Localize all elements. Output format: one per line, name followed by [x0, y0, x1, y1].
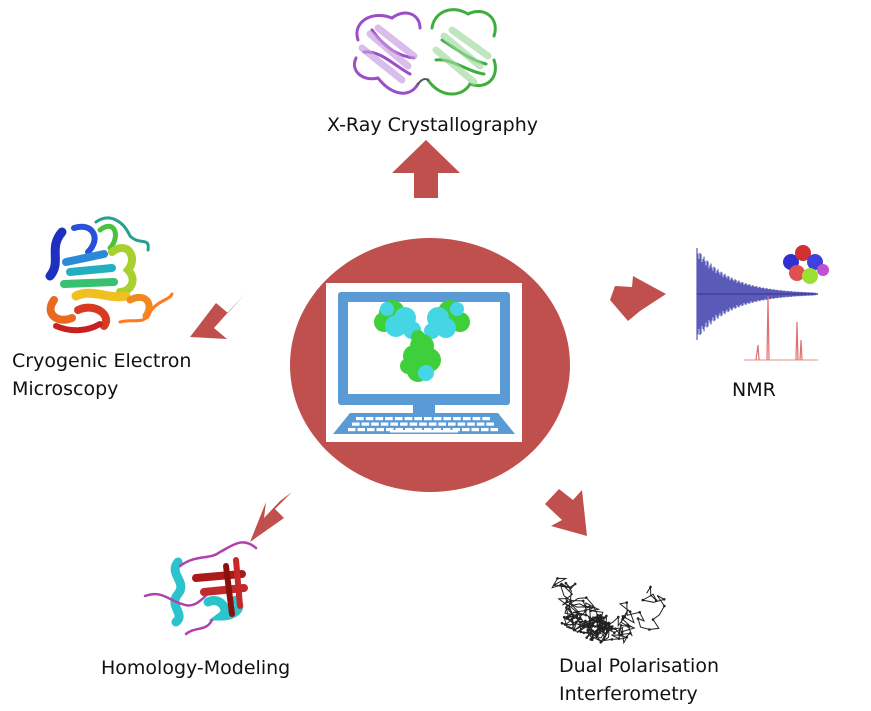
label-xray-crystallography: X-Ray Crystallography: [327, 111, 538, 139]
label-xray-text: X-Ray Crystallography: [327, 114, 538, 136]
label-cryo-line1: Cryogenic Electron: [12, 350, 192, 372]
central-hub: [290, 238, 570, 492]
arrow-to-dpi: [545, 489, 587, 536]
molecule-icon: [783, 245, 829, 284]
xray-protein-structure: [353, 8, 497, 96]
antibody-protein-icon: [374, 300, 470, 382]
label-homology-text: Homology-Modeling: [101, 657, 291, 679]
monitor-stand: [413, 405, 435, 414]
label-dual-polarisation-interferometry: Dual Polarisation Interferometry: [559, 652, 719, 708]
keyboard-keys: [348, 417, 498, 433]
nmr-signal-plot: [696, 245, 829, 361]
dpi-backbone-trace: [551, 577, 666, 645]
label-homology-modeling: Homology-Modeling: [101, 654, 290, 682]
arrow-to-cryo: [190, 294, 245, 339]
arrow-to-nmr: [610, 276, 666, 321]
label-dpi-line1: Dual Polarisation: [559, 655, 719, 677]
label-nmr-text: NMR: [732, 379, 776, 401]
arrow-to-homology: [250, 492, 292, 542]
label-nmr: NMR: [732, 376, 776, 404]
cryo-em-protein-structure: [45, 216, 174, 334]
label-cryogenic-electron-microscopy: Cryogenic Electron Microscopy: [12, 347, 191, 403]
label-cryo-line2: Microscopy: [12, 378, 119, 400]
arrow-to-xray: [392, 140, 460, 198]
label-dpi-line2: Interferometry: [559, 683, 698, 705]
homology-protein-structure: [143, 541, 258, 636]
computer-icon: [326, 283, 522, 442]
